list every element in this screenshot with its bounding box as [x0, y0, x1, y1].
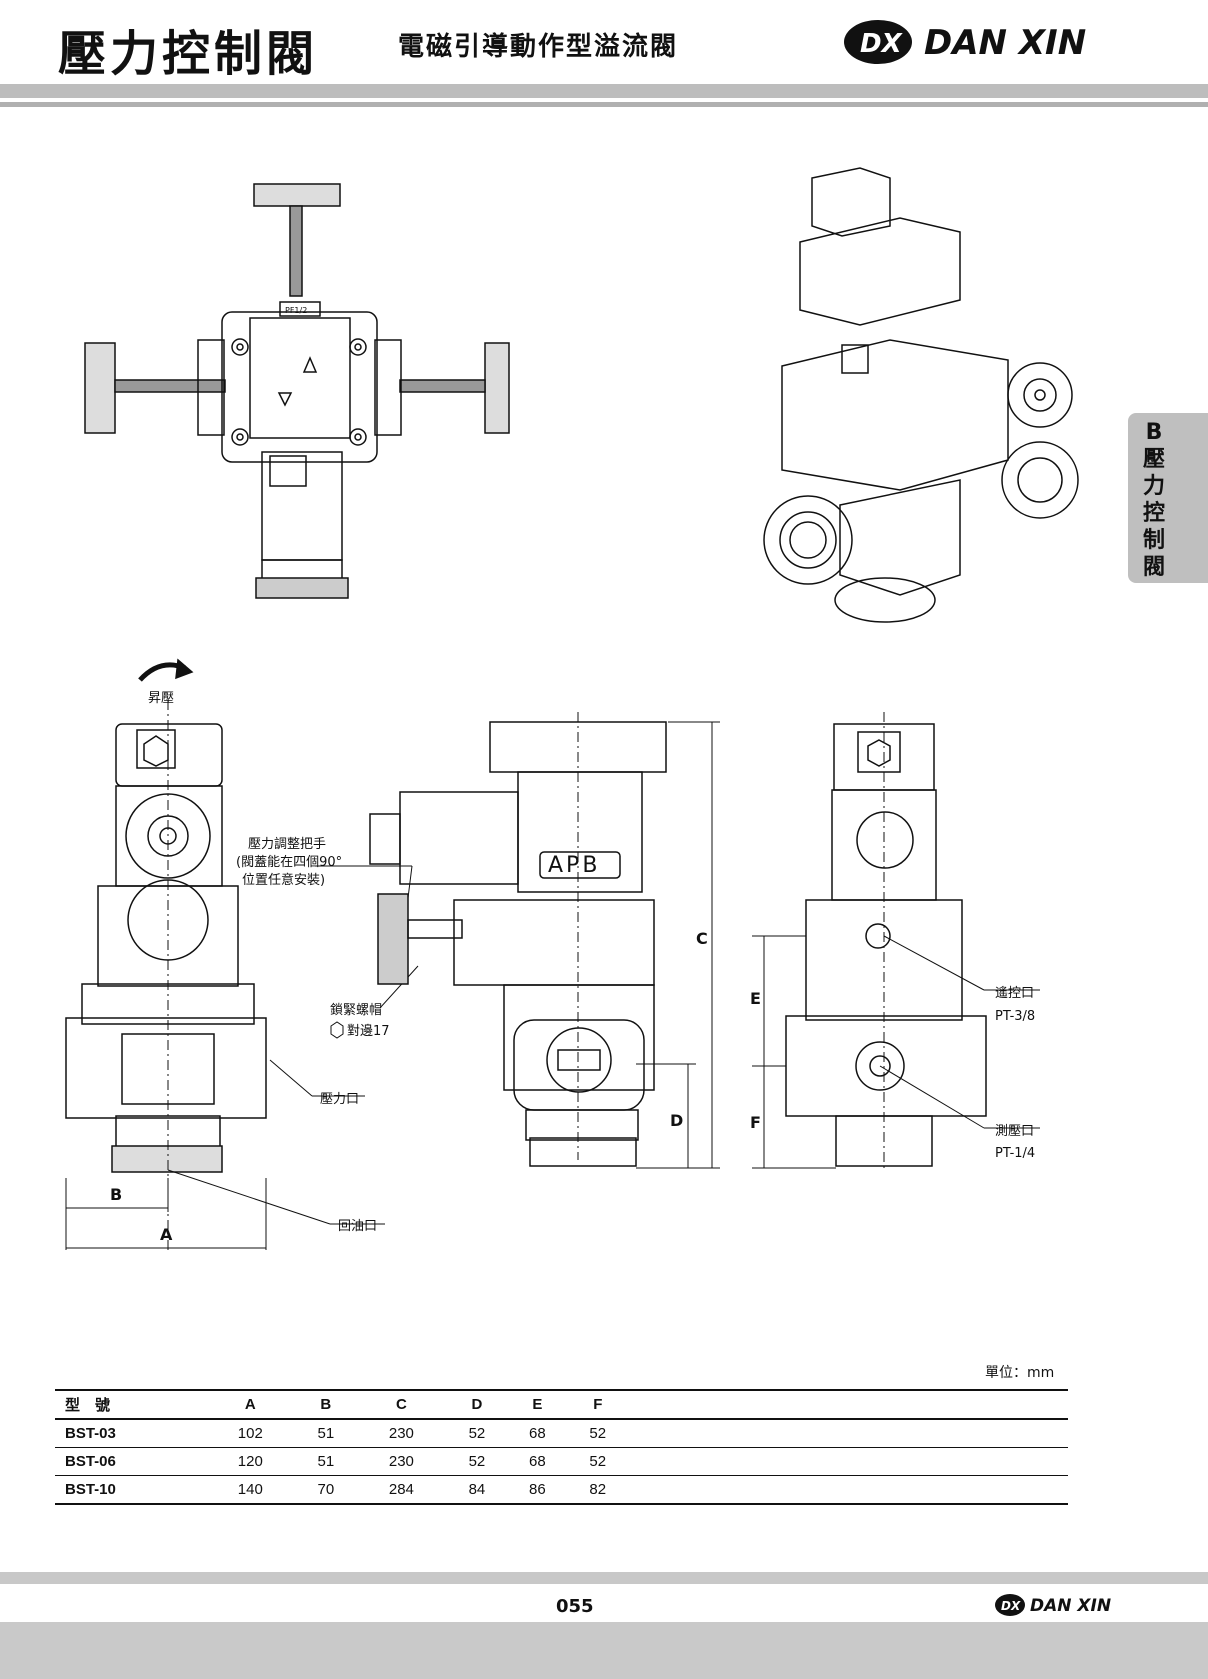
adjust-handle-label: 壓力調整把手 — [248, 837, 326, 852]
top-marking: PF1/2 — [285, 306, 307, 315]
rear-view-drawing: E F 遙控口 PT-3/8 測壓口 PT-1/4 — [750, 712, 1040, 1172]
table-cell: BST-06 — [65, 1453, 116, 1470]
table-cell: 284 — [388, 1481, 414, 1498]
gauge-port-label: 測壓口 — [995, 1124, 1034, 1139]
pressure-port-label: 壓力口 — [320, 1092, 359, 1107]
table-cell: 120 — [237, 1453, 263, 1470]
column-header: A — [244, 1396, 256, 1413]
table-cell: 70 — [317, 1481, 335, 1498]
header-band — [0, 84, 1208, 98]
column-header: C — [395, 1396, 407, 1413]
dim-label-c: C — [696, 929, 708, 948]
adjust-handle-callout: 壓力調整把手 (閥蓋能在四個90° 位置任意安裝) 鎖緊螺帽 對邊17 — [236, 837, 419, 1039]
isometric-view-drawing — [763, 167, 1079, 623]
table-cell: BST-03 — [65, 1425, 116, 1442]
column-header: B — [320, 1396, 332, 1413]
dimension-table: 型 號 A B C D E F BST-03 102 51 230 52 68 … — [55, 1389, 1068, 1505]
page-title: 壓力控制閥 — [58, 26, 319, 82]
table-cell: 230 — [388, 1453, 414, 1470]
valve-marking: APB — [548, 853, 600, 878]
table-cell: 68 — [528, 1453, 546, 1470]
page-subtitle: 電磁引導動作型溢流閥 — [398, 32, 679, 62]
remote-port-size: PT-3/8 — [995, 1009, 1035, 1024]
side-view-drawing: APB C D — [369, 712, 720, 1169]
adjust-handle-note-1: (閥蓋能在四個90° — [236, 855, 342, 870]
column-header: D — [471, 1396, 483, 1413]
rotate-label: 昇壓 — [148, 691, 174, 706]
logo-mark: DX — [860, 29, 904, 59]
column-header: E — [532, 1396, 543, 1413]
dim-label-a: A — [160, 1225, 173, 1244]
front-view-drawing: 昇壓 B A 壓力口 回油口 — [65, 658, 385, 1250]
danxin-logo: DX DAN XIN — [844, 20, 1086, 64]
page-number: 055 — [556, 1596, 594, 1617]
dim-label-d: D — [670, 1111, 683, 1130]
section-tab-char: 控 — [1142, 501, 1165, 526]
section-tab: B 壓 力 控 制 閥 — [1128, 413, 1208, 583]
footer-band — [0, 1622, 1208, 1679]
lock-nut-label: 鎖緊螺帽 — [330, 1002, 382, 1018]
footer-logo-mark: DX — [1001, 1599, 1021, 1613]
table-cell: 102 — [237, 1425, 263, 1442]
section-tab-char: B — [1145, 420, 1163, 445]
table-cell: 51 — [317, 1453, 335, 1470]
dim-label-e: E — [750, 989, 761, 1008]
table-cell: 52 — [468, 1453, 486, 1470]
table-cell: 51 — [317, 1425, 335, 1442]
dim-label-f: F — [750, 1113, 761, 1132]
table-cell: 84 — [468, 1481, 486, 1498]
technical-drawing: PF1/2 昇壓 — [65, 167, 1079, 1250]
section-tab-char: 力 — [1142, 474, 1165, 499]
dim-label-b: B — [110, 1185, 122, 1204]
footer-logo-brand: DAN XIN — [1030, 1596, 1111, 1616]
table-cell: 86 — [528, 1481, 546, 1498]
table-header-row: 型 號 A B C D E F — [55, 1390, 1068, 1419]
column-header: 型 號 — [65, 1397, 111, 1414]
section-tab-char: 制 — [1142, 528, 1165, 553]
footer-logo: DX DAN XIN — [995, 1594, 1111, 1616]
table-cell: 52 — [468, 1425, 486, 1442]
column-header: F — [593, 1396, 603, 1413]
lock-nut-size: 對邊17 — [347, 1024, 390, 1039]
header-rule — [0, 102, 1208, 107]
table-cell: 52 — [589, 1425, 607, 1442]
adjust-handle-note-2: 位置任意安裝) — [242, 872, 325, 888]
section-tab-char: 壓 — [1142, 447, 1165, 472]
table-row: BST-06 120 51 230 52 68 52 — [55, 1448, 1068, 1476]
section-tab-char: 閥 — [1142, 555, 1165, 580]
table-row: BST-10 140 70 284 84 86 82 — [55, 1476, 1068, 1504]
return-port-label: 回油口 — [338, 1219, 377, 1234]
table-cell: 68 — [528, 1425, 546, 1442]
unit-label: 單位：mm — [985, 1365, 1055, 1381]
table-row: BST-03 102 51 230 52 68 52 — [55, 1419, 1068, 1448]
top-view-drawing: PF1/2 — [84, 183, 510, 599]
remote-port-label: 遙控口 — [995, 986, 1034, 1001]
table-cell: 230 — [388, 1425, 414, 1442]
footer-rule — [0, 1572, 1208, 1584]
logo-brand: DAN XIN — [924, 23, 1086, 63]
table-cell: 140 — [237, 1481, 263, 1498]
gauge-port-size: PT-1/4 — [995, 1146, 1035, 1161]
table-cell: 82 — [589, 1481, 607, 1498]
table-cell: 52 — [589, 1453, 607, 1470]
table-cell: BST-10 — [65, 1481, 116, 1498]
